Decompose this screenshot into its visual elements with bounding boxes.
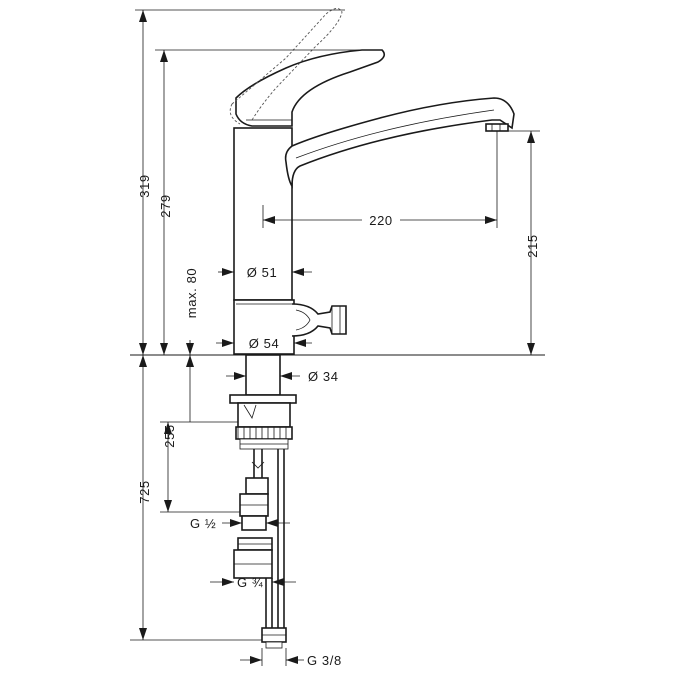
dim-max-thickness: max. 80: [184, 268, 199, 318]
dim-outlet-height: 215: [525, 234, 540, 258]
dim-spout-reach: 220: [369, 213, 393, 228]
dim-base-diameter: Ø 54: [249, 336, 280, 351]
dim-thread-half: G ½: [190, 516, 216, 531]
dim-shank-diameter: Ø 34: [308, 369, 339, 384]
spout: [284, 97, 515, 189]
lever-handle: [229, 8, 386, 127]
dim-body-diameter: Ø 51: [247, 265, 278, 280]
dim-thread-three-eighth: G 3/8: [307, 653, 342, 668]
dimension-lines: [130, 9, 540, 666]
dim-body-height: 279: [158, 194, 173, 218]
dim-total-height: 319: [137, 174, 152, 198]
dim-thread-three-quarter: G ¾: [237, 575, 263, 590]
dim-hose-length: 725: [137, 480, 152, 504]
lever-open-position: [229, 8, 343, 125]
dim-below-deck: 255: [162, 424, 177, 448]
mounting-shank: [229, 354, 297, 450]
supply-hoses: [233, 449, 287, 649]
